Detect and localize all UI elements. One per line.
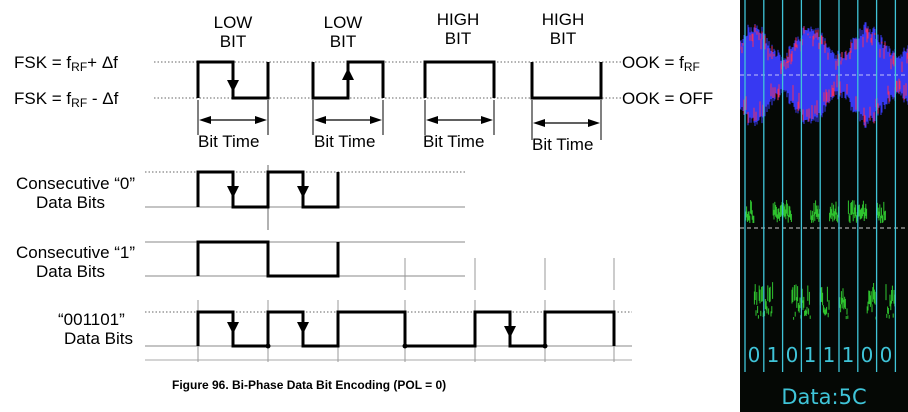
bit-time-label-2: Bit Time [314, 132, 376, 151]
figure-caption: Figure 96. Bi-Phase Data Bit Encoding (P… [172, 378, 447, 392]
ook-on-prefix: OOK = f [622, 53, 684, 72]
bit-label-line: BIT [444, 29, 472, 48]
row-label-line: Data Bits [36, 262, 105, 281]
bit-time-label-4: Bit Time [532, 135, 594, 154]
row-label-line: Data Bits [64, 329, 133, 348]
fsk-low-prefix: FSK = f [14, 89, 72, 108]
bit-time-arrowheads [199, 116, 600, 127]
ook-on-label: OOK = fRF [622, 53, 700, 77]
rf-noise-trace [740, 24, 908, 127]
fsk-low-label: FSK = fRF - Δf [14, 89, 118, 113]
scope-bit-digit: 1 [803, 343, 817, 367]
scope-bit-digit: 1 [766, 343, 780, 367]
biphase-encoding-diagram: LOW BIT LOW BIT HIGH BIT HIGH BIT FSK = … [14, 10, 714, 392]
diagram-drawing [145, 60, 632, 362]
scope-bit-digit: 1 [841, 343, 855, 367]
bit-time-markers [197, 100, 602, 140]
row-label-line: Consecutive “1” [16, 243, 136, 262]
ook-on-subscript: RF [683, 60, 700, 74]
consecutive-zero-row [145, 165, 465, 230]
bit-time-label-1: Bit Time [198, 132, 260, 151]
consecutive-one-row [145, 240, 615, 290]
high-bit-waveform-1 [423, 60, 496, 98]
row-label-consecutive-zero: Consecutive “0” Data Bits [16, 174, 135, 212]
fsk-low-suffix: - Δf [87, 89, 119, 108]
bit-label-low-1: LOW BIT [198, 13, 268, 51]
fsk-low-subscript: RF [71, 96, 88, 110]
fsk-high-suffix: + Δf [87, 53, 118, 72]
bit-label-line: BIT [329, 32, 357, 51]
scope-bit-digit: 0 [785, 343, 799, 367]
bit-time-arrows [202, 119, 597, 124]
bit-label-high-2: HIGH BIT [528, 10, 598, 48]
scope-bit-digit: 0 [879, 343, 893, 367]
scope-traces [740, 0, 908, 372]
fsk-high-label: FSK = fRF+ Δf [14, 53, 118, 77]
bit-label-line: HIGH [436, 10, 480, 29]
row-label-consecutive-one: Consecutive “1” Data Bits [16, 243, 135, 281]
row-label-line: Consecutive “0” [16, 174, 136, 193]
scope-data-label: Data:5C [781, 385, 867, 409]
bit-label-low-2: LOW BIT [308, 13, 378, 51]
row-label-line: Data Bits [36, 193, 105, 212]
fsk-high-subscript: RF [71, 60, 88, 74]
bit-label-line: LOW [323, 13, 363, 32]
bit-label-line: BIT [549, 29, 577, 48]
row-label-001101: “001101” Data Bits [58, 310, 133, 348]
arrow-down-icon [227, 80, 239, 92]
bit-label-line: LOW [213, 13, 253, 32]
row-label-line: “001101” [58, 310, 125, 329]
bit-time-label-3: Bit Time [423, 132, 485, 151]
fsk-high-prefix: FSK = f [14, 53, 72, 72]
ook-off-label: OOK = OFF [622, 89, 714, 108]
arrow-up-icon [342, 68, 354, 80]
scope-bit-digit: 0 [860, 343, 874, 367]
scope-bit-digit: 1 [822, 343, 836, 367]
bit-label-line: HIGH [541, 10, 585, 29]
high-bit-waveform-2 [530, 62, 603, 100]
bit-label-line: BIT [219, 32, 247, 51]
pattern-001101-row [145, 300, 632, 362]
scope-bit-digit: 0 [747, 343, 761, 367]
bit-label-high-1: HIGH BIT [423, 10, 493, 48]
